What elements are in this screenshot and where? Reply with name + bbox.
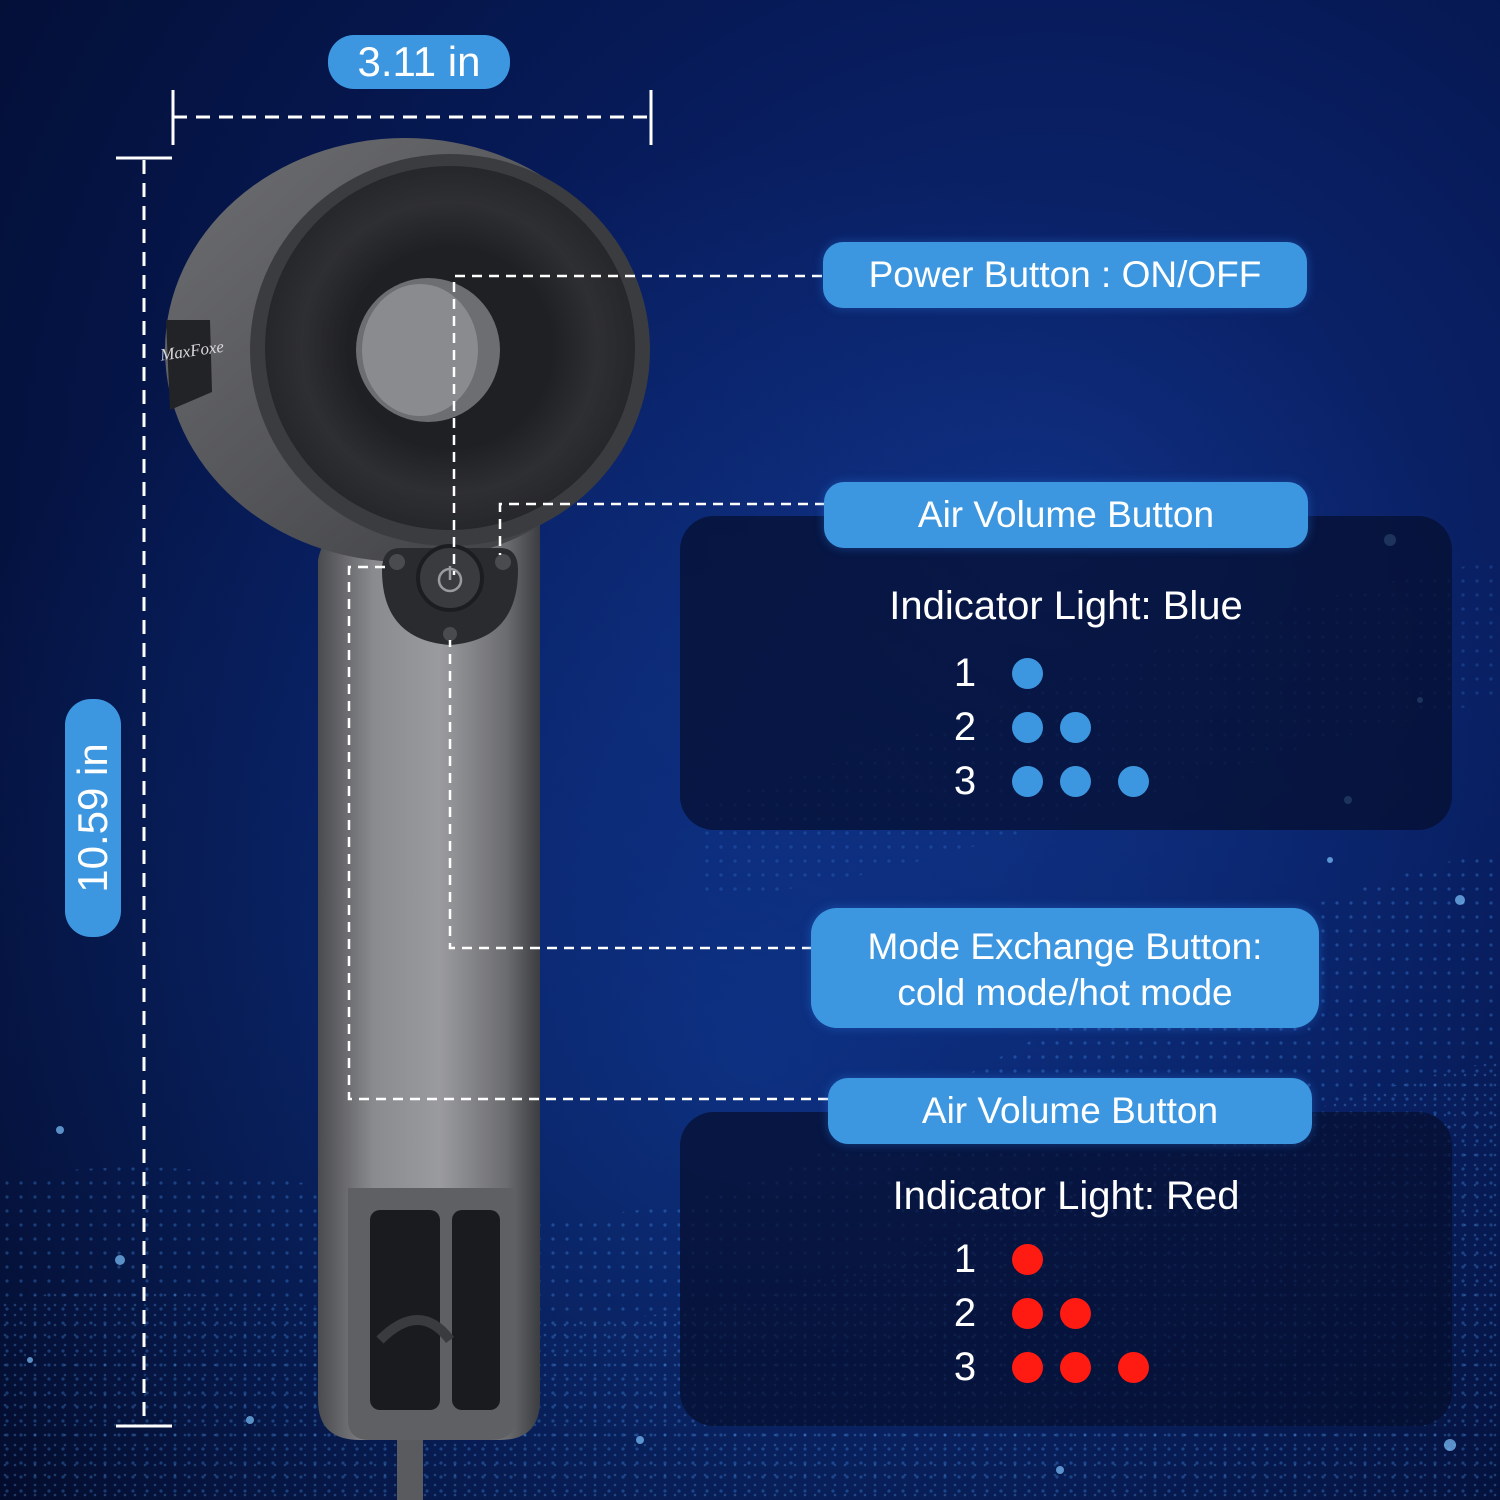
- indicator-light-dot: [1060, 1352, 1091, 1383]
- mode-exchange-callout: Mode Exchange Button: cold mode/hot mode: [811, 908, 1319, 1028]
- indicator-level-3: 3: [950, 756, 1170, 806]
- level-number: 2: [953, 705, 977, 749]
- indicator-light-dot: [1118, 1352, 1149, 1383]
- indicator-light-dot: [1060, 766, 1091, 797]
- blue-indicator-panel: Indicator Light: Blue 1 2 3: [680, 516, 1452, 830]
- air-volume-callout-top: Air Volume Button: [824, 482, 1308, 548]
- indicator-level-1: 1: [950, 1234, 1170, 1284]
- red-panel-title: Indicator Light: Red: [892, 1174, 1240, 1218]
- level-number: 3: [953, 1345, 977, 1389]
- air-volume-callout-bottom: Air Volume Button: [828, 1078, 1312, 1144]
- indicator-level-2: 2: [950, 702, 1170, 752]
- indicator-light-dot: [1012, 1244, 1043, 1275]
- indicator-light-dot: [1060, 1298, 1091, 1329]
- indicator-light-dot: [1060, 712, 1091, 743]
- indicator-light-dot: [1012, 658, 1043, 689]
- indicator-level-3: 3: [950, 1342, 1170, 1392]
- mode-callout-line1: Mode Exchange Button:: [867, 926, 1263, 967]
- indicator-light-dot: [1012, 712, 1043, 743]
- blue-panel-title: Indicator Light: Blue: [889, 584, 1243, 628]
- indicator-level-1: 1: [950, 648, 1170, 698]
- level-number: 2: [953, 1291, 977, 1335]
- red-indicator-panel: Indicator Light: Red 1 2 3: [680, 1112, 1452, 1426]
- indicator-level-2: 2: [950, 1288, 1170, 1338]
- height-dimension-label: 10.59 in: [65, 699, 121, 937]
- indicator-light-dot: [1118, 766, 1149, 797]
- indicator-light-dot: [1012, 1352, 1043, 1383]
- indicator-light-dot: [1012, 766, 1043, 797]
- level-number: 1: [953, 651, 977, 695]
- level-number: 1: [953, 1237, 977, 1281]
- width-dimension-label: 3.11 in: [328, 35, 510, 89]
- indicator-light-dot: [1012, 1298, 1043, 1329]
- brand-logo: MaxFoxe: [158, 336, 226, 365]
- level-number: 3: [953, 759, 977, 803]
- mode-callout-line2: cold mode/hot mode: [897, 972, 1233, 1013]
- power-button-callout: Power Button : ON/OFF: [823, 242, 1307, 308]
